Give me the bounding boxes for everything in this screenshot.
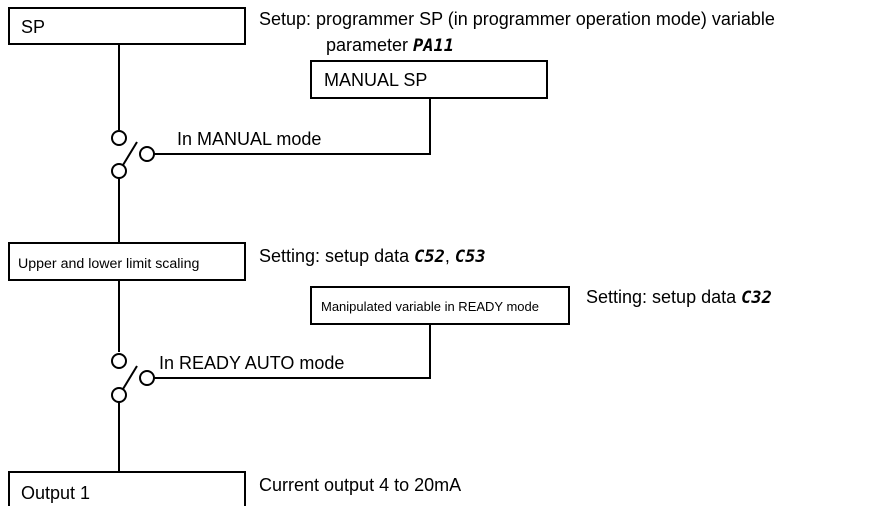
ready-auto-switch: [111, 353, 155, 403]
switch1-lower-contact: [111, 163, 127, 179]
switch2-upper-contact: [111, 353, 127, 369]
scaling-setting-note: Setting: setup data C52, C53: [259, 246, 486, 267]
manual-mode-switch: [111, 130, 155, 179]
setup-code-c52: C52: [414, 247, 445, 267]
sp-setup-note-prefix: parameter: [326, 35, 413, 55]
manual-mode-label: In MANUAL mode: [177, 129, 321, 149]
scaling-block-label: Upper and lower limit scaling: [18, 256, 199, 272]
switch1-side-contact: [139, 146, 155, 162]
line-ready-mv-branch: [154, 324, 431, 379]
ready-auto-mode-label: In READY AUTO mode: [159, 353, 344, 373]
manual-sp-block-label: MANUAL SP: [324, 70, 427, 90]
param-pa11: PA11: [413, 36, 454, 56]
ready-mv-block: [310, 286, 570, 325]
switch2-blade: [122, 365, 138, 390]
sp-setup-note-line2: parameter PA11: [326, 35, 454, 56]
ready-mv-block-label: Manipulated variable in READY mode: [321, 299, 539, 314]
setup-code-c32: C32: [741, 288, 772, 308]
setup-code-c53: C53: [455, 247, 486, 267]
switch1-blade: [122, 141, 138, 166]
ready-note-prefix: Setting: setup data: [586, 287, 741, 307]
ready-setting-note: Setting: setup data C32: [586, 287, 772, 308]
switch2-lower-contact: [111, 387, 127, 403]
sp-block-label: SP: [21, 17, 45, 37]
output1-block-label: Output 1: [21, 483, 90, 503]
manual-sp-block: [310, 60, 548, 99]
output1-block: [8, 471, 246, 506]
scaling-note-prefix: Setting: setup data: [259, 246, 414, 266]
scaling-block: [8, 242, 246, 281]
sp-block: [8, 7, 246, 45]
signal-lines: [118, 44, 431, 472]
sp-setup-note-line1: Setup: programmer SP (in programmer oper…: [259, 9, 775, 29]
switch2-side-contact: [139, 370, 155, 386]
switch1-upper-contact: [111, 130, 127, 146]
scaling-note-separator: ,: [445, 246, 455, 266]
line-manual-sp-branch: [154, 98, 431, 155]
output-current-note: Current output 4 to 20mA: [259, 475, 461, 495]
